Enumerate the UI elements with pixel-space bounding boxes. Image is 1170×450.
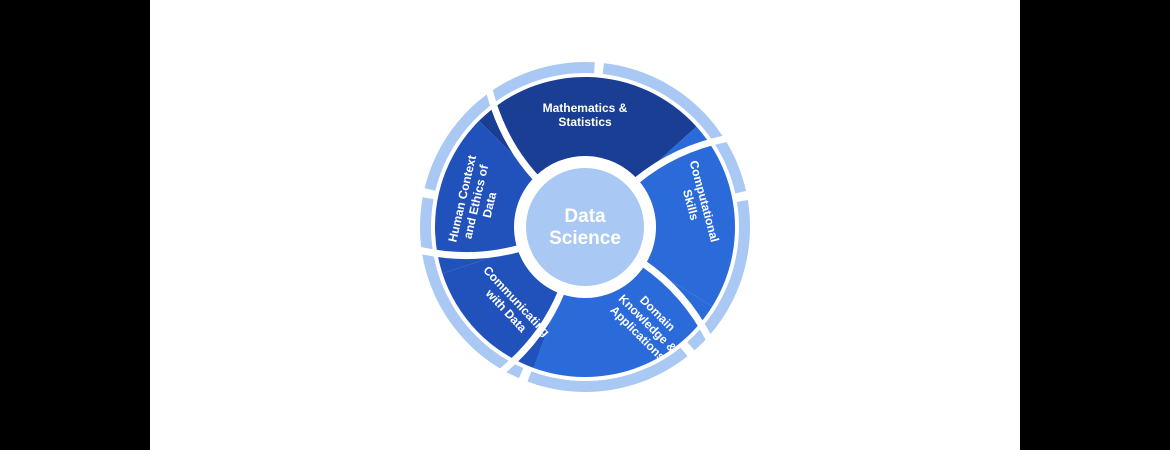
outer-ring-arc: [602, 63, 747, 194]
segment-divider: [485, 86, 540, 182]
segment-divider: [632, 135, 731, 185]
right-letterbox-bar: [1020, 0, 1170, 450]
segment-divider: [640, 260, 713, 343]
outer-ring: [420, 62, 750, 392]
segment-ring: [435, 76, 736, 377]
center-label-line: Science: [549, 228, 621, 249]
segment-mathematics-statistics: [478, 76, 697, 180]
outer-ring-arc: [424, 62, 595, 191]
outer-ring-arc: [420, 197, 524, 379]
center-label-line: Data: [564, 206, 606, 227]
segment-domain-knowledge-applications: [533, 264, 713, 377]
segment-divider: [416, 244, 523, 260]
outer-ring-arc: [527, 347, 688, 392]
segment-label-line: Data: [480, 190, 500, 219]
segment-label-line: Mathematics &: [543, 101, 628, 115]
segment-divider: [498, 288, 565, 376]
outer-ring-arc: [687, 200, 750, 351]
segment-human-context-ethics: [435, 120, 535, 274]
segment-computational-skills: [637, 126, 736, 307]
segment-label-line: Statistics: [558, 115, 612, 129]
center-circle: [518, 160, 652, 294]
segment-label-mathematics-statistics: Mathematics &Statistics: [543, 101, 628, 129]
left-letterbox-bar: [0, 0, 150, 450]
segment-dividers: [416, 86, 731, 376]
